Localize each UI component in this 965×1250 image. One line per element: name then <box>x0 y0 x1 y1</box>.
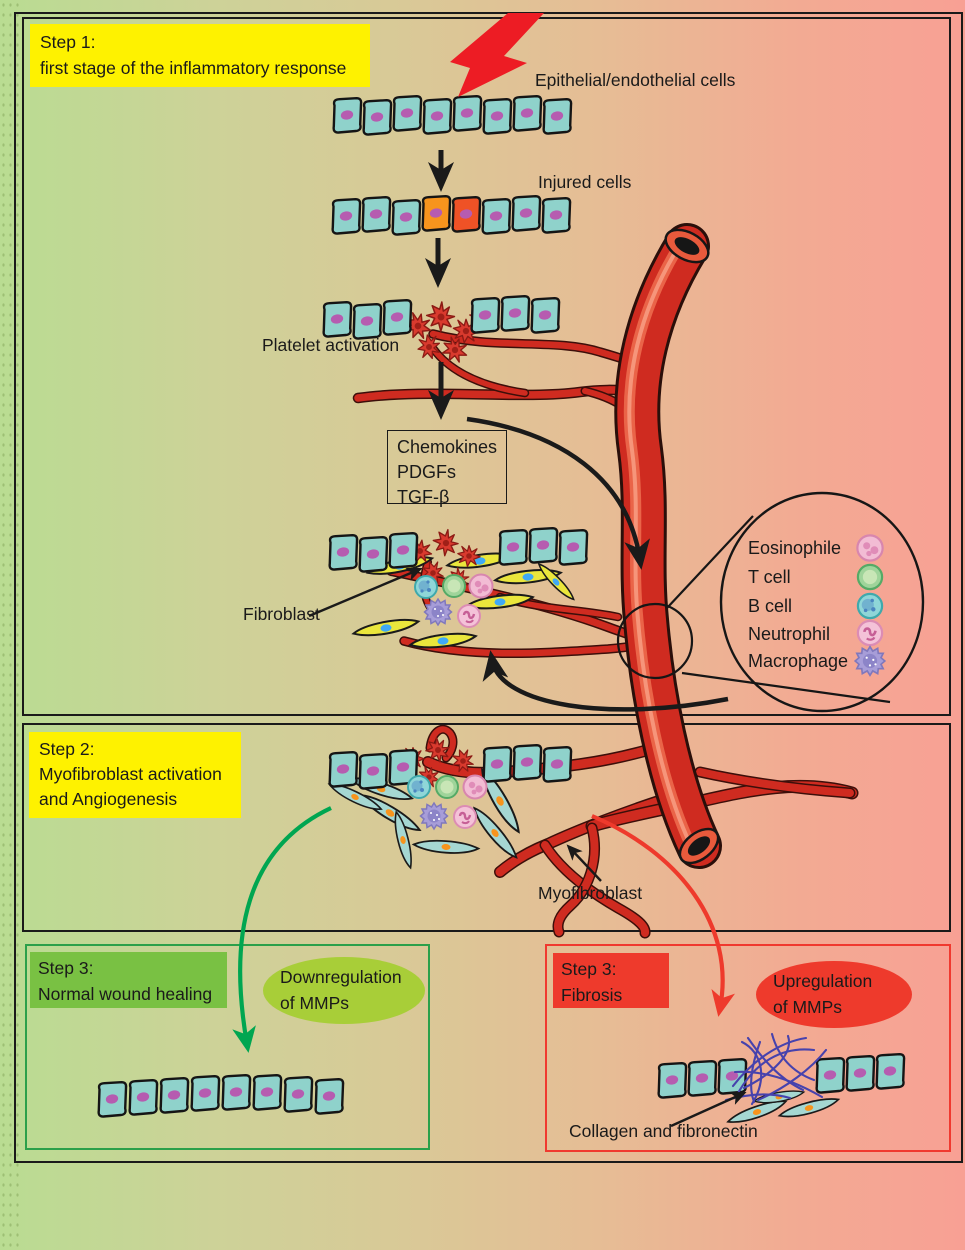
downregulation-line2: of MMPs <box>280 993 350 1013</box>
mediator-pdgfs: PDGFs <box>397 462 457 482</box>
mediators-box: Chemokines PDGFs TGF-β <box>387 430 507 507</box>
step2-line2: and Angiogenesis <box>39 789 178 809</box>
step1-label-box: Step 1: first stage of the inflammatory … <box>30 24 370 87</box>
left-speckle-texture <box>0 0 22 1250</box>
legend-item-b-cell: B cell <box>748 596 793 616</box>
myofibroblast-label: Myofibroblast <box>538 883 643 903</box>
fibroblast-label: Fibroblast <box>243 604 320 624</box>
legend-item-t-cell: T cell <box>748 567 791 587</box>
downregulation-line1: Downregulation <box>280 967 402 987</box>
collagen-label: Collagen and fibronectin <box>569 1121 758 1141</box>
step3-normal-panel <box>25 944 430 1150</box>
step2-title: Step 2: <box>39 739 95 759</box>
upregulation-ellipse: Upregulation of MMPs <box>756 961 912 1028</box>
step1-title: Step 1: <box>40 32 96 52</box>
injured-label: Injured cells <box>538 172 632 192</box>
legend-item-macrophage: Macrophage <box>748 651 849 671</box>
platelet-activation-label: Platelet activation <box>262 335 400 355</box>
step2-panel <box>22 723 951 932</box>
step3-normal-subtitle: Normal wound healing <box>38 984 213 1004</box>
legend-item-neutrophil: Neutrophil <box>748 624 831 644</box>
epithelial-label: Epithelial/endothelial cells <box>535 70 736 90</box>
step3-normal-label-box: Step 3: Normal wound healing <box>30 952 227 1008</box>
mediator-tgfb: TGF-β <box>397 487 450 507</box>
downregulation-ellipse: Downregulation of MMPs <box>263 957 425 1024</box>
step1-panel <box>22 17 951 716</box>
step1-subtitle: first stage of the inflammatory response <box>40 58 347 78</box>
step3-fibrosis-title: Step 3: <box>561 959 617 979</box>
step2-label-box: Step 2: Myofibroblast activation and Ang… <box>29 732 241 818</box>
upregulation-line2: of MMPs <box>773 997 843 1017</box>
step2-line1: Myofibroblast activation <box>39 764 222 784</box>
step3-fibrosis-subtitle: Fibrosis <box>561 985 623 1005</box>
step3-fibrosis-panel <box>545 944 951 1152</box>
upregulation-line1: Upregulation <box>773 971 873 991</box>
legend-item-eosinophile: Eosinophile <box>748 538 842 558</box>
step3-normal-title: Step 3: <box>38 958 94 978</box>
mediator-chemokines: Chemokines <box>397 437 498 457</box>
step3-fibrosis-label-box: Step 3: Fibrosis <box>553 953 669 1008</box>
